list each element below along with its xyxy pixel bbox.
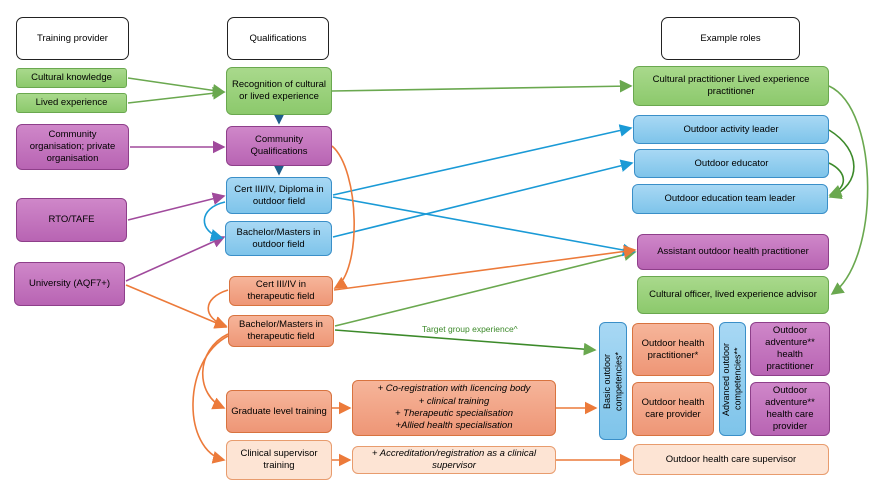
addition-clinical-training: + clinical training <box>418 395 490 407</box>
provider-rto-tafe: RTO/TAFE <box>16 198 127 242</box>
edge-label-target-group-experience: Target group experience^ <box>422 324 518 334</box>
role-outdoor-adventure-health-practitioner: Outdoor adventure** health practitioner <box>750 322 830 376</box>
addition-therapeutic-specialisation: + Therapeutic specialisation <box>394 408 514 419</box>
clinical-additions: + Accreditation/registration as a clinic… <box>352 446 556 474</box>
qual-clinical-supervisor-training: Clinical supervisor training <box>226 440 332 480</box>
edge-cert-assistant <box>332 196 636 257</box>
edge-university-bachelor-outdoor <box>125 235 226 282</box>
edge-cert-activity-leader <box>332 124 633 196</box>
edge-cert-therapeutic-bachelor <box>207 289 229 329</box>
edge-bachelor-outdoor-educator <box>332 159 634 238</box>
header-qualifications: Qualifications <box>227 17 329 60</box>
qual-graduate-training: Graduate level training <box>226 390 332 433</box>
addition-co-registration: + Co-registration with licencing body <box>377 383 531 395</box>
edge-lived-experience-recognition <box>127 86 226 104</box>
edge-recognition-cultural-practitioner <box>331 79 633 93</box>
edge-community-therapeutic <box>331 145 355 289</box>
edge-target-group-experience <box>334 329 597 356</box>
role-outdoor-education-team-leader: Outdoor education team leader <box>632 184 828 214</box>
edge-cultural-knowledge-recognition <box>127 77 226 97</box>
edge-bachelor-graduate <box>202 333 229 410</box>
provider-lived-experience: Lived experience <box>16 93 127 113</box>
header-training-provider: Training provider <box>16 17 129 60</box>
qual-recognition: Recognition of cultural or lived experie… <box>226 67 332 115</box>
edge-university-bachelor-therapeutic <box>125 284 228 329</box>
edge-cultural-practitioner-cultural-officer <box>828 85 869 295</box>
edge-rto-cert-outdoor <box>127 192 226 221</box>
edge-bachelor-clinical <box>192 335 229 464</box>
qual-cert-therapeutic: Cert III/IV in therapeutic field <box>229 276 333 306</box>
role-outdoor-health-care-provider: Outdoor health care provider <box>632 382 714 436</box>
advanced-competencies: Advanced outdoor competencies** <box>719 322 746 436</box>
qual-bachelor-therapeutic: Bachelor/Masters in therapeutic field <box>228 315 334 347</box>
role-cultural-practitioner: Cultural practitioner Lived experience p… <box>633 66 829 106</box>
role-assistant-outdoor-health-practitioner: Assistant outdoor health practitioner <box>637 234 829 270</box>
edge-cert-therapeutic-assistant <box>333 245 637 291</box>
graduate-additions: + Co-registration with licencing body + … <box>352 380 556 436</box>
role-outdoor-health-practitioner: Outdoor health practitioner* <box>632 323 714 376</box>
provider-university: University (AQF7+) <box>14 262 125 306</box>
edge-bachelor-therapeutic-assistant <box>334 248 637 327</box>
role-outdoor-educator: Outdoor educator <box>634 149 829 178</box>
basic-competencies-label: Basic outdoor competencies* <box>601 351 623 411</box>
advanced-competencies-label: Advanced outdoor competencies** <box>721 342 743 416</box>
qual-cert-outdoor: Cert III/IV, Diploma in outdoor field <box>226 177 332 214</box>
edge-cert-bachelor-loop <box>203 201 226 242</box>
role-outdoor-activity-leader: Outdoor activity leader <box>633 115 829 144</box>
role-outdoor-health-care-supervisor: Outdoor health care supervisor <box>633 444 829 475</box>
qual-bachelor-outdoor: Bachelor/Masters in outdoor field <box>225 221 332 256</box>
role-cultural-officer: Cultural officer, lived experience advis… <box>637 276 829 314</box>
header-example-roles: Example roles <box>661 17 800 60</box>
addition-allied-health: +Allied health specialisation <box>395 420 513 432</box>
provider-cultural-knowledge: Cultural knowledge <box>16 68 127 88</box>
provider-community-organisation: Community organisation; private organisa… <box>16 124 129 170</box>
basic-competencies: Basic outdoor competencies* <box>599 322 627 440</box>
edge-educator-team-leader <box>828 162 845 197</box>
role-outdoor-adventure-health-care-provider: Outdoor adventure** health care provider <box>750 382 830 436</box>
qual-community: Community Qualifications <box>226 126 332 166</box>
